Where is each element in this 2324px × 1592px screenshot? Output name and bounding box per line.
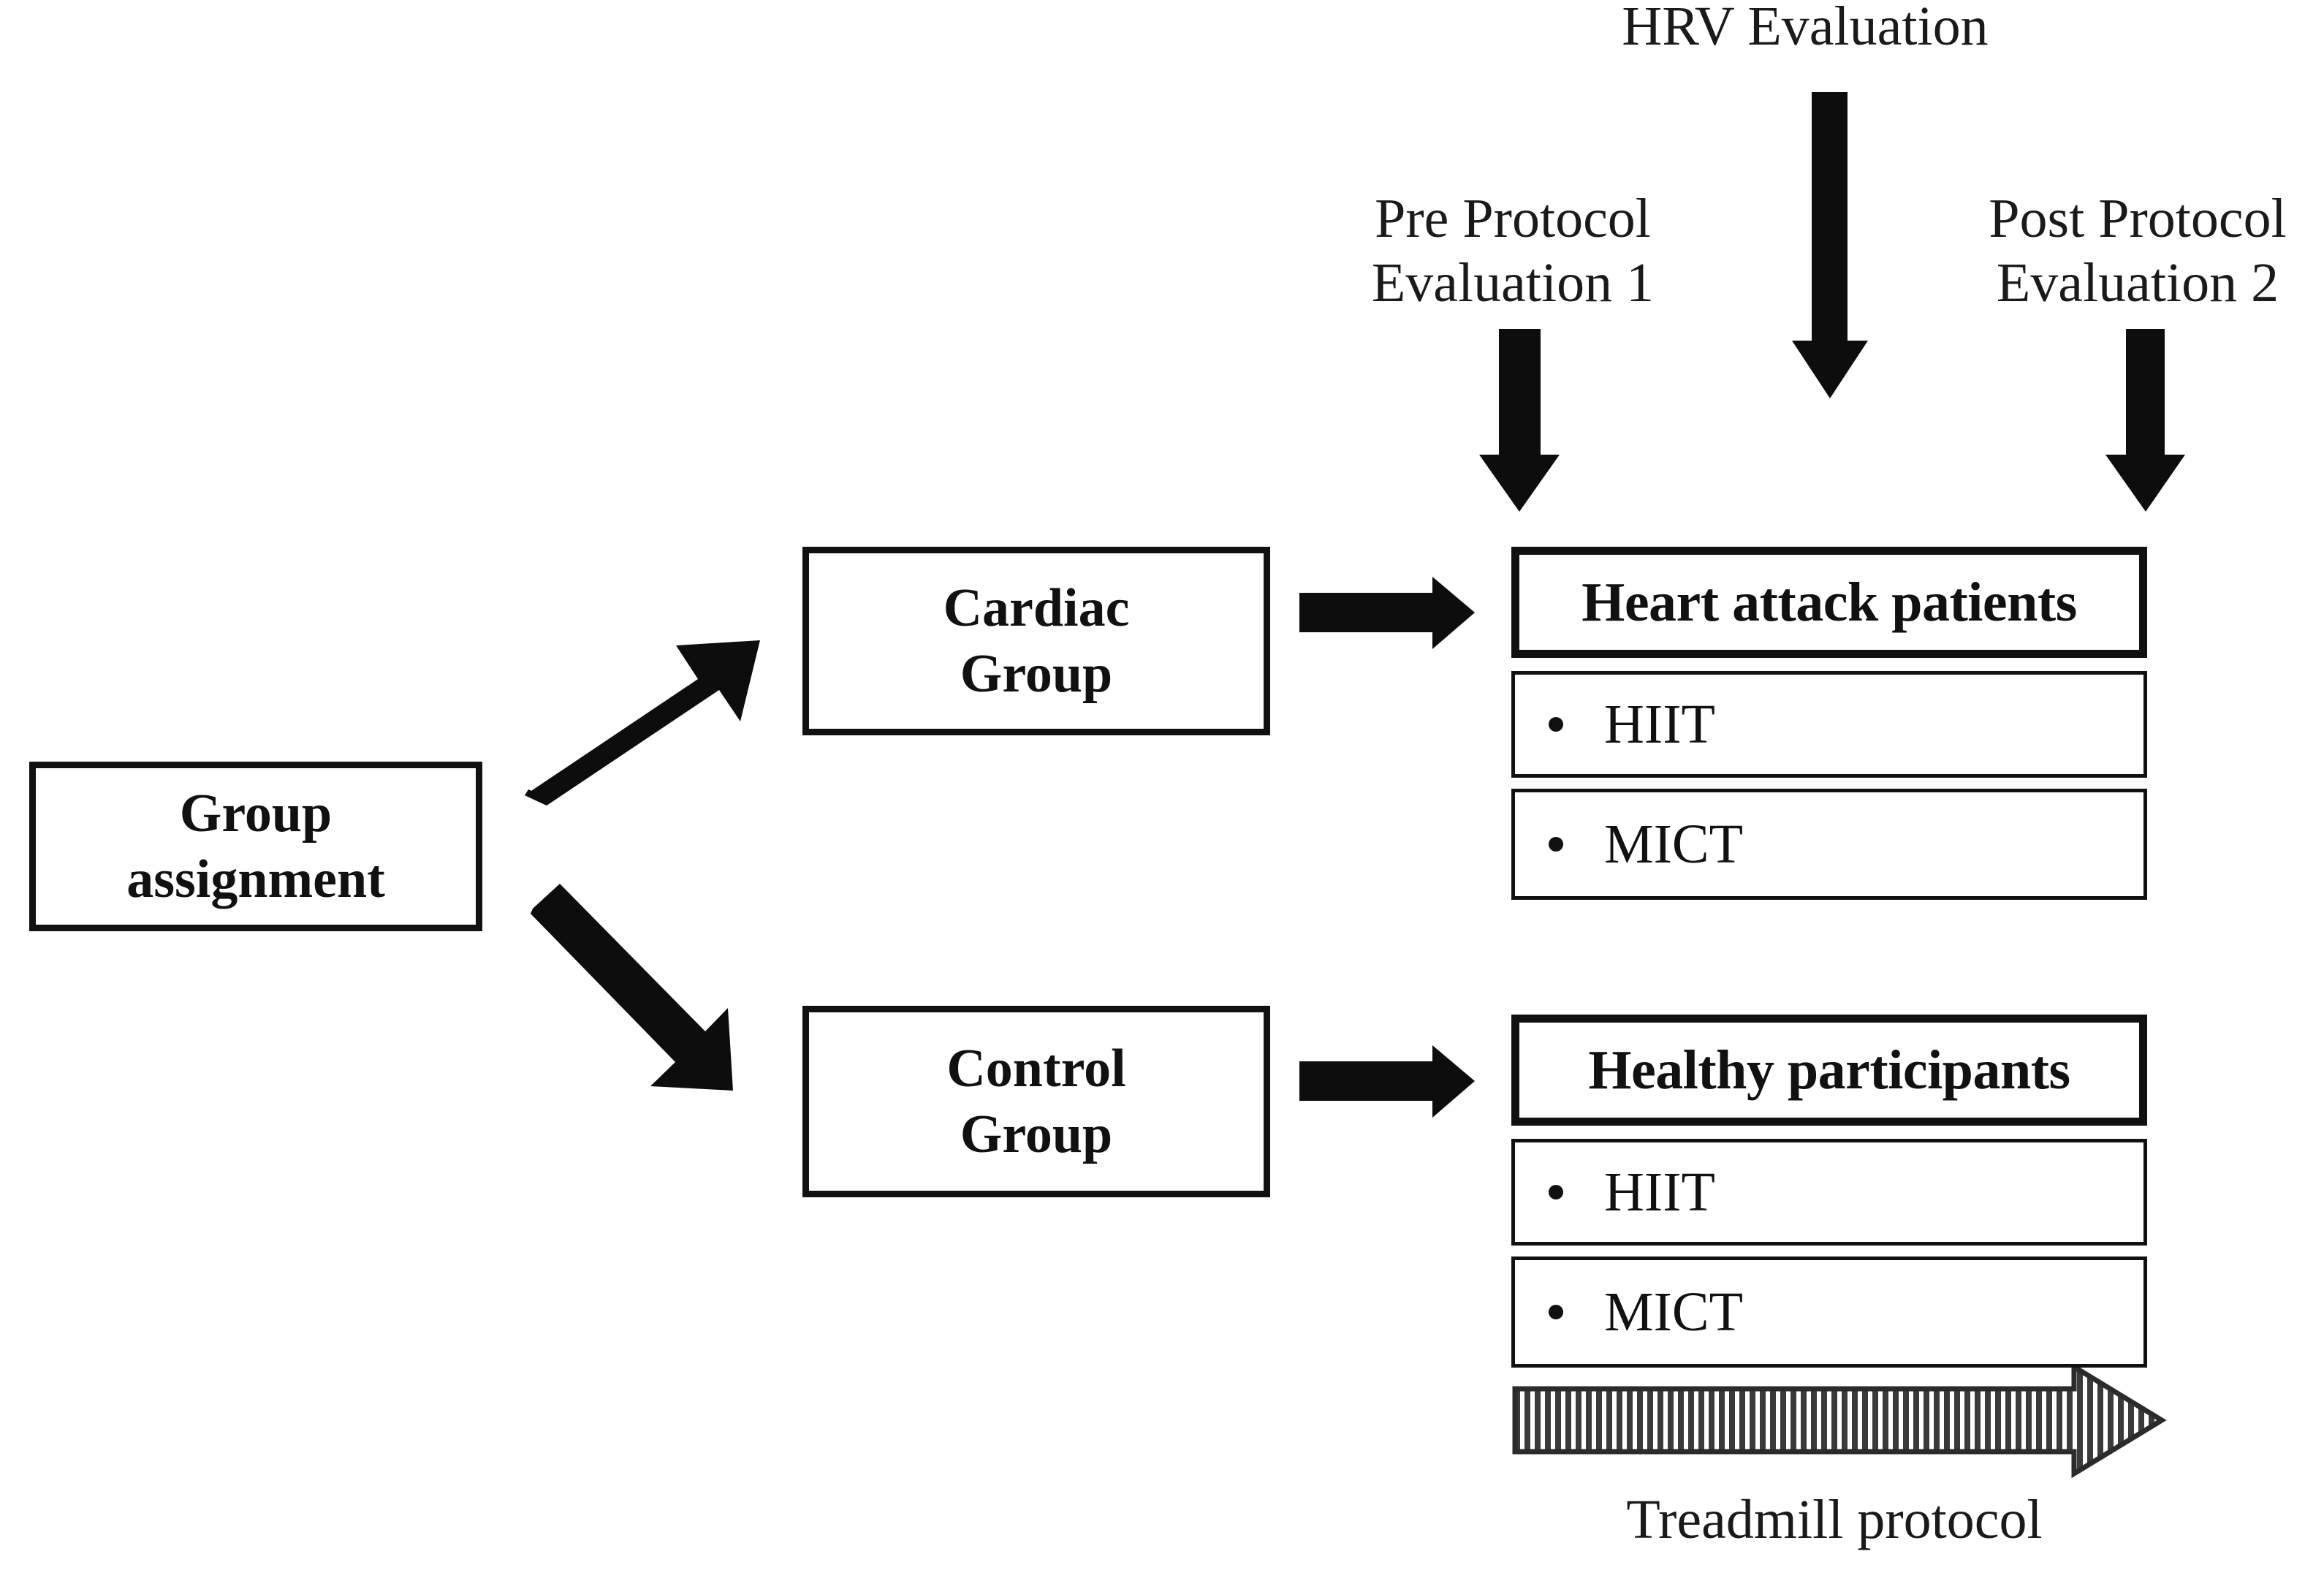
stack-healthy-participants: Healthy participants HIIT MICT [1511,1015,2147,1368]
post-protocol-evaluation-label: Post Protocol Evaluation 2 [1989,188,2287,314]
cardiac-to-patients-arrow-icon [1299,577,1475,649]
treadmill-protocol-arrow-icon [1512,1362,2167,1479]
branch-up-arrow-icon [525,640,760,806]
pre-protocol-evaluation-label: Pre Protocol Evaluation 1 [1371,188,1655,314]
branch-down-arrow-icon [531,884,733,1091]
node-control-group-label: Control Group [946,1038,1126,1164]
stack-item-hiit-cardiac[interactable]: HIIT [1511,671,2147,778]
stack-item-hiit-control[interactable]: HIIT [1511,1139,2147,1246]
post-protocol-down-arrow-icon [2105,329,2185,512]
stack-heart-attack-patients: Heart attack patients HIIT MICT [1511,547,2147,900]
stack-item-label: MICT [1604,813,1743,875]
stack-header-healthy-participants[interactable]: Healthy participants [1511,1015,2147,1126]
stack-item-label: HIIT [1604,1161,1715,1223]
bullet-icon [1549,1185,1563,1199]
bullet-icon [1549,837,1563,852]
stack-header-label: Heart attack patients [1581,571,2077,633]
stack-header-label: Healthy participants [1588,1039,2070,1101]
stack-item-label: HIIT [1604,693,1715,755]
hrv-evaluation-down-arrow-icon [1792,92,1868,398]
node-cardiac-group[interactable]: Cardiac Group [802,547,1270,735]
bullet-icon [1549,717,1563,732]
stack-item-label: MICT [1604,1281,1743,1343]
control-to-healthy-arrow-icon [1299,1045,1475,1118]
stack-item-mict-control[interactable]: MICT [1511,1256,2147,1368]
node-group-assignment-label: Group assignment [126,783,385,909]
stack-header-heart-attack-patients[interactable]: Heart attack patients [1511,547,2147,658]
pre-protocol-down-arrow-icon [1479,329,1560,512]
hrv-evaluation-label: HRV Evaluation [1622,0,1989,57]
node-cardiac-group-label: Cardiac Group [943,577,1130,704]
node-group-assignment[interactable]: Group assignment [29,762,482,931]
bullet-icon [1549,1305,1563,1319]
treadmill-protocol-label: Treadmill protocol [1626,1489,2043,1550]
stack-item-mict-cardiac[interactable]: MICT [1511,789,2147,900]
node-control-group[interactable]: Control Group [802,1006,1270,1197]
